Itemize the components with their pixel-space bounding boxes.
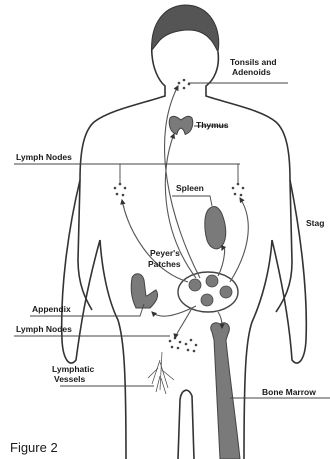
label-lymph-nodes-lower: Lymph Nodes xyxy=(16,324,72,334)
label-stage-partial: Stag xyxy=(306,218,324,228)
label-appendix: Appendix xyxy=(32,304,71,314)
label-peyers-line1: Peyer's xyxy=(150,248,180,258)
inner-legs xyxy=(178,390,194,459)
label-tonsils-line1: Tonsils and xyxy=(230,57,277,67)
label-lymphatic-line2: Vessels xyxy=(54,374,85,384)
thymus-organ xyxy=(169,116,193,134)
figure-caption: Figure 2 xyxy=(10,440,58,455)
lymphatic-vessels-drawing xyxy=(148,352,174,394)
femur-bone xyxy=(211,323,240,459)
label-lymph-nodes-upper: Lymph Nodes xyxy=(16,152,72,162)
label-bone-marrow: Bone Marrow xyxy=(262,387,316,397)
peyers-patches-organ xyxy=(178,272,238,312)
label-thymus: Thymus xyxy=(196,120,229,130)
hair xyxy=(152,5,219,52)
appendix-organ xyxy=(131,274,157,308)
left-torso xyxy=(100,240,126,459)
right-torso xyxy=(244,240,272,459)
label-tonsils-line2: Adenoids xyxy=(232,67,271,77)
label-lymphatic-line1: Lymphatic xyxy=(52,364,94,374)
label-spleen: Spleen xyxy=(176,183,204,193)
spleen-organ xyxy=(205,206,226,248)
label-peyers-line2: Patches xyxy=(148,259,181,269)
right-arm xyxy=(272,180,306,363)
